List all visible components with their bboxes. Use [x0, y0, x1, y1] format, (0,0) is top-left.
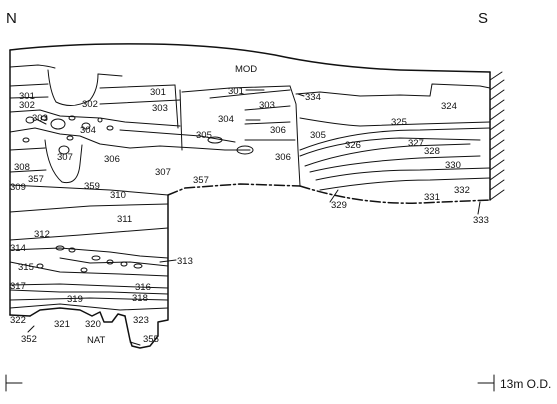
context-label: 329 [331, 200, 347, 211]
context-label: 310 [110, 190, 126, 201]
context-label: 311 [117, 214, 132, 225]
stone-inclusions [22, 115, 254, 273]
context-label: 301 [19, 91, 35, 102]
context-label: 323 [133, 315, 149, 326]
context-label: 308 [14, 162, 30, 173]
hatched-section-edge [489, 71, 505, 201]
context-label: 316 [135, 282, 151, 293]
scale-end-tick [477, 374, 495, 392]
context-label: 303 [259, 100, 275, 111]
context-label: 301 [228, 86, 244, 97]
context-label: 302 [82, 99, 98, 110]
context-label: 326 [345, 140, 361, 151]
mod-label: MOD [235, 64, 257, 75]
context-label: 305 [196, 130, 212, 141]
context-label: 314 [10, 243, 26, 254]
context-label: 330 [445, 160, 461, 171]
context-label: 317 [10, 281, 26, 292]
context-label: 331 [424, 192, 440, 203]
context-label: 321 [54, 319, 70, 330]
context-label: 328 [424, 146, 440, 157]
context-label: 319 [67, 294, 83, 305]
context-label: 318 [132, 293, 148, 304]
context-label: 306 [104, 154, 120, 165]
context-label: 333 [473, 215, 489, 226]
context-label: 302 [19, 100, 35, 111]
context-label: 306 [270, 125, 286, 136]
context-label: 307 [57, 152, 73, 163]
context-label: 355 [143, 334, 159, 345]
context-label: 309 [10, 182, 26, 193]
context-label: 357 [28, 174, 44, 185]
context-label: 312 [34, 229, 50, 240]
context-label: 357 [193, 175, 209, 186]
context-label: 334 [305, 92, 321, 103]
context-label: 325 [391, 117, 407, 128]
context-label: 315 [18, 262, 34, 273]
scale-start-tick [5, 374, 23, 392]
context-label: 305 [310, 130, 326, 141]
context-label: 303 [32, 113, 48, 124]
context-label: 313 [177, 256, 193, 267]
context-label: 301 [150, 87, 166, 98]
context-label: 307 [155, 167, 171, 178]
strata-boundaries [9, 64, 491, 311]
context-label: 324 [441, 101, 457, 112]
context-label: 327 [408, 138, 424, 149]
context-label: 303 [152, 103, 168, 114]
north-label: N [6, 10, 17, 27]
context-label: 304 [218, 114, 234, 125]
label-leaders [27, 89, 481, 346]
context-label: 306 [275, 152, 291, 163]
nat-label: NAT [87, 335, 105, 346]
context-labels: MOD NAT 301 301 301 302 302 303 303 303 … [10, 64, 489, 346]
south-label: S [478, 10, 488, 27]
context-label: 320 [85, 319, 101, 330]
section-outline [9, 43, 491, 349]
context-label: 359 [84, 181, 100, 192]
context-label: 304 [80, 125, 96, 136]
scale-label: 13m O.D. [500, 377, 551, 391]
context-label: 352 [21, 334, 37, 345]
context-label: 322 [10, 315, 26, 326]
context-label: 332 [454, 185, 470, 196]
